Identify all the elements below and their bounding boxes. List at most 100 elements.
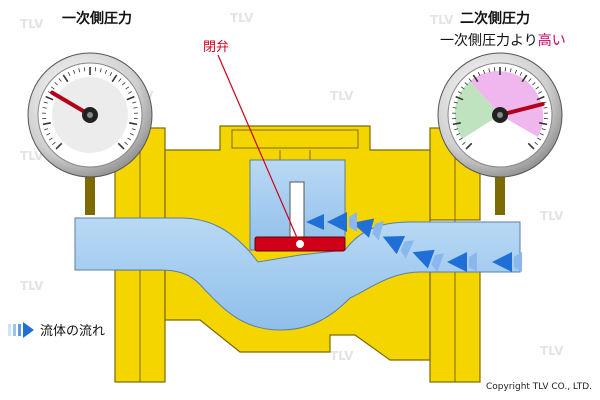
gauge-tick [468,78,472,82]
svg-text:TLV: TLV [430,13,454,27]
svg-text:TLV: TLV [20,17,44,31]
secondary-pressure-gauge [437,52,563,215]
gauge-tick [488,68,491,73]
svg-text:TLV: TLV [540,209,564,223]
gauge-tick [133,107,138,109]
gauge-tick [52,141,56,146]
secondary-note-prefix: 一次側圧力より [440,33,538,49]
gauge-tick [519,72,523,76]
flow-legend-label: 流体の流れ [40,324,106,339]
gauge-tick [42,122,51,126]
copyright-text: Copyright TLV CO., LTD. [485,382,592,392]
flow-arrow-icon [382,236,415,259]
svg-text:TLV: TLV [20,149,44,163]
gauge-tick [527,142,535,150]
gauge-tick [452,122,461,126]
gauge-tick [125,86,130,90]
flow-arrow-icon [8,321,34,338]
gauge-tick [537,137,542,141]
gauge-tick [539,122,548,126]
gauge-tick [541,128,546,131]
gauge-tick [132,101,137,104]
gauge-tick [477,72,481,76]
gauge-tick [62,74,69,83]
gauge-tick [465,142,473,150]
gauge-tick [111,74,118,83]
gauge-tick [54,82,58,86]
svg-text:TLV: TLV [330,349,354,363]
flow-arrow-icon [447,252,477,272]
secondary-pressure-note: 一次側圧力より高い [440,30,566,50]
flow-arrow-icon [352,218,384,241]
primary-pressure-label: 一次側圧力 [62,11,132,27]
secondary-note-highlight: 高い [537,33,566,49]
flow-legend: 流体の流れ [8,320,105,339]
valve-leader-line [217,54,299,241]
gauge-tick [58,78,62,82]
gauge-tick [122,82,126,86]
valve-closed-label: 閉弁 [203,40,230,55]
gauge-tick [462,141,466,146]
gauge-tick [483,69,486,74]
gauge-tick [129,133,134,136]
gauge-tick [78,68,81,73]
disc-guide [289,181,305,241]
gauge-tick [458,137,463,141]
valve-disc-marker [294,238,306,250]
gauge-tick [514,69,517,74]
gauge-tick [528,78,532,82]
gauge-tick [131,128,136,131]
gauge-tick [532,82,536,86]
svg-text:TLV: TLV [540,344,564,358]
gauge-tick [464,82,468,86]
gauge-tick [456,133,461,136]
gauge-tick [126,95,135,101]
gauge-tick [118,78,122,82]
gauge-tick [453,101,458,104]
gauge-tick [539,133,544,136]
gauge-tick [452,107,457,109]
gauge-tick [129,122,138,126]
gauge-tick [55,142,63,150]
gauge-tick [50,86,55,90]
gauge-tick [543,107,548,109]
flow-arrows [306,212,522,272]
gauge-tick [104,69,107,74]
gauge-tick [117,142,125,150]
gauge-tick [109,72,113,76]
gauge-tick [44,128,49,131]
gauge-tick [534,141,538,146]
gauge-tick [48,137,53,141]
gauge-tick [472,74,479,83]
gauge-tick [45,95,54,101]
gauge-tick [460,86,465,90]
flow-arrow-icon [492,252,522,272]
gauge-tick [99,68,102,73]
valve-cap [231,129,359,170]
gauge-tick [43,101,48,104]
svg-text:TLV: TLV [20,279,44,293]
svg-text:TLV: TLV [230,11,254,25]
secondary-pressure-label: 二次側圧力 [460,11,530,27]
gauge-tick [521,74,528,83]
gauge-tick [536,95,545,101]
primary-pressure-gauge [27,52,153,215]
svg-text:TLV: TLV [330,89,354,103]
flow-arrow-icon [412,249,445,272]
gauge-tick [535,86,540,90]
gauge-tick [73,69,76,74]
gauge-tick [455,95,464,101]
gauge-tick [457,91,462,94]
gauge-tick [128,91,133,94]
gauge-tick [124,141,128,146]
flow-arrow-icon [327,212,357,232]
gauge-tick [127,137,132,141]
gauge-tick [46,133,51,136]
gauge-tick [538,91,543,94]
gauge-tick [509,68,512,73]
gauge-tick [454,128,459,131]
gauge-tick [67,72,71,76]
gauge-tick [42,107,47,109]
flow-arrow-icon [306,214,324,230]
